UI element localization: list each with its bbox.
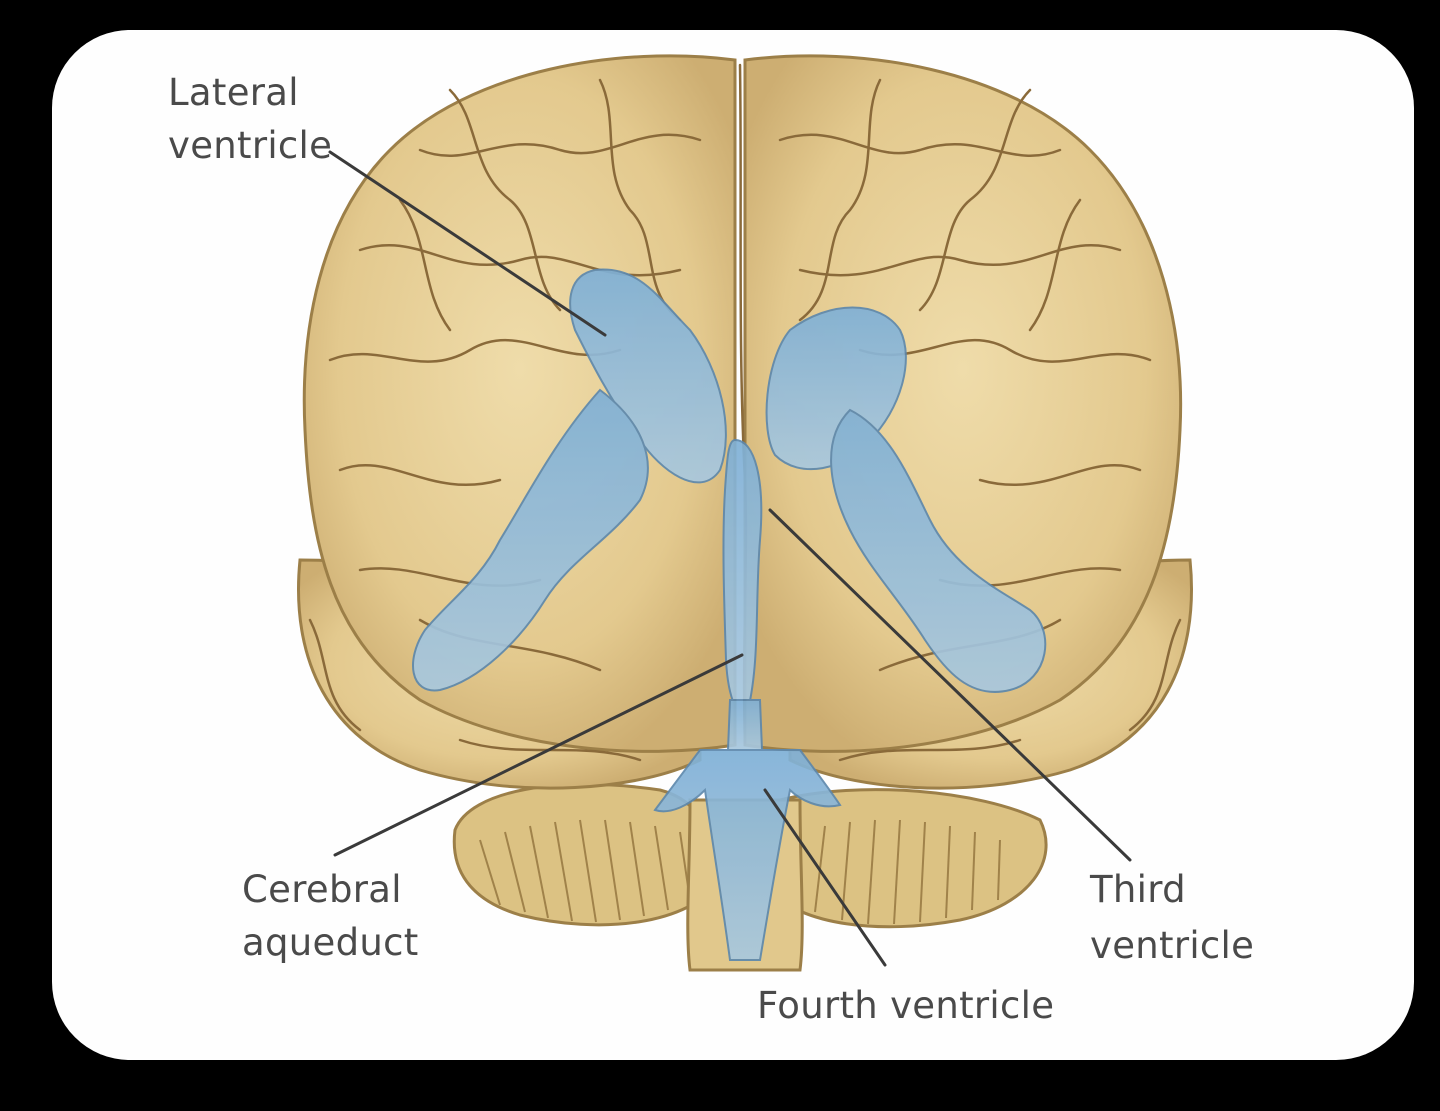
left-lateral-ventricle bbox=[569, 268, 727, 484]
fourth-ventricle bbox=[653, 749, 842, 961]
leader-cerebral-aqueduct bbox=[333, 653, 744, 857]
leader-lines bbox=[328, 150, 1132, 967]
cerebral-aqueduct bbox=[726, 699, 764, 751]
ventricular-system bbox=[412, 268, 1047, 961]
label-third-ventricle-line1: Third bbox=[1089, 868, 1186, 911]
label-lateral-ventricle-line1: Lateral bbox=[168, 71, 299, 114]
label-fourth-ventricle: Fourth ventricle bbox=[757, 984, 1054, 1027]
leader-third-ventricle bbox=[768, 508, 1132, 862]
label-cerebral-aqueduct-line1: Cerebral bbox=[242, 868, 402, 911]
leader-fourth-ventricle bbox=[763, 788, 887, 967]
cerebral-hemispheres bbox=[302, 54, 1183, 753]
label-lateral-ventricle-line2: ventricle bbox=[168, 124, 332, 167]
label-cerebral-aqueduct-line2: aqueduct bbox=[242, 921, 419, 964]
label-third-ventricle-line2: ventricle bbox=[1090, 924, 1254, 967]
leader-lateral-ventricle bbox=[328, 150, 607, 337]
labels: Lateral ventricle Cerebral aqueduct Thir… bbox=[168, 71, 1254, 1027]
